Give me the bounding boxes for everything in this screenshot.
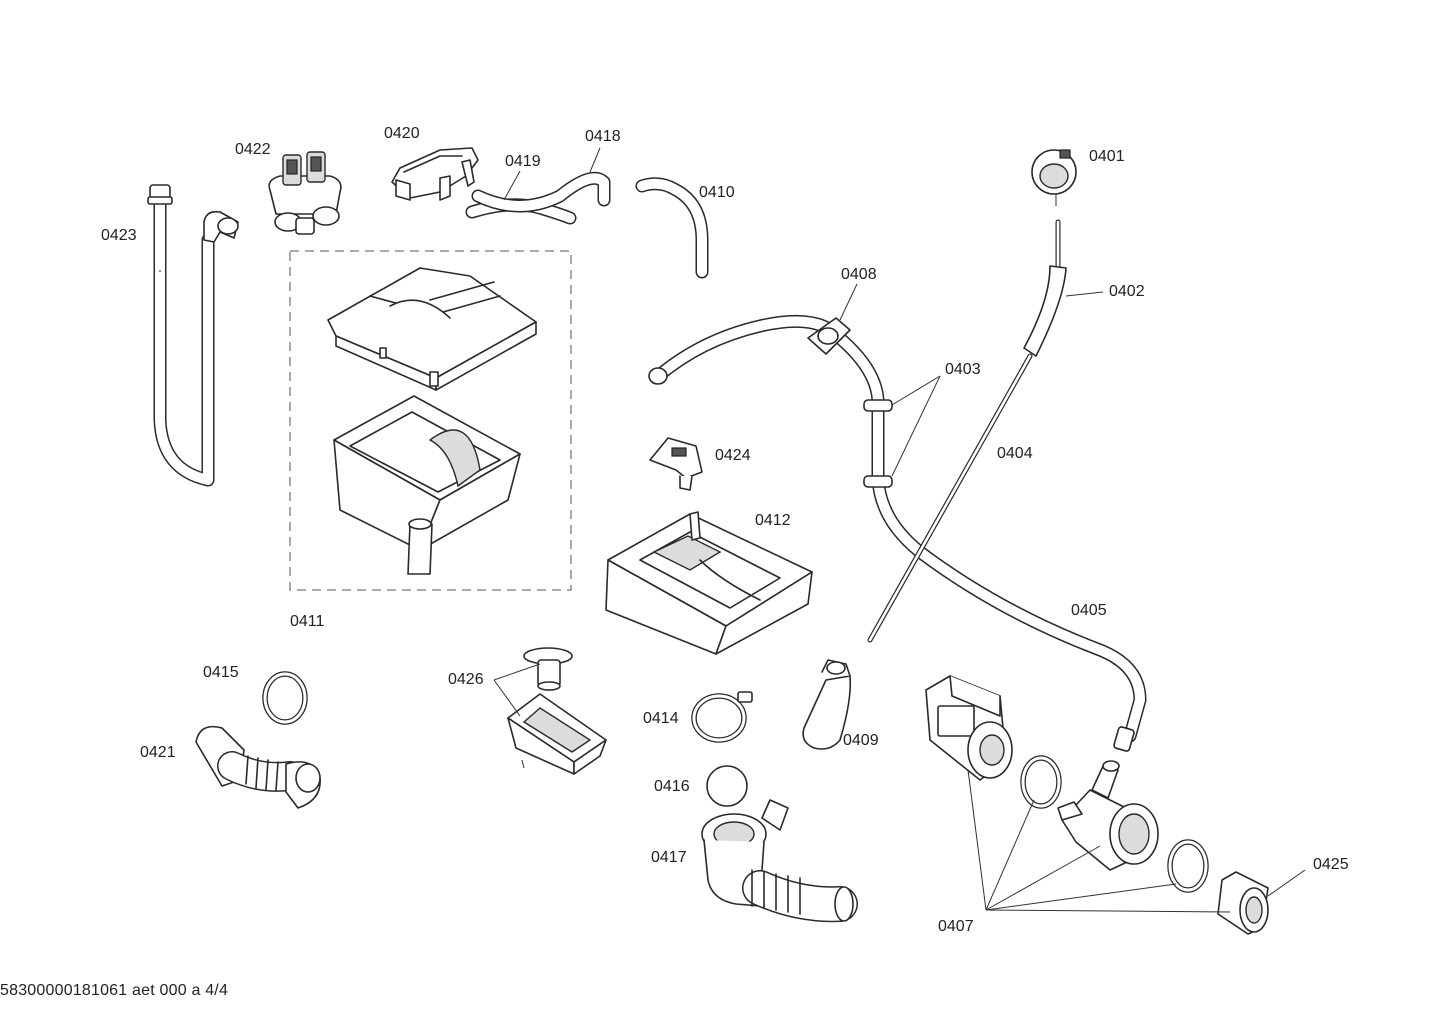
callout-0414: 0414 xyxy=(643,710,679,727)
callout-0425: 0425 xyxy=(1313,856,1349,873)
part-0425-filter[interactable] xyxy=(1217,871,1269,935)
group-0411-box xyxy=(289,250,572,591)
part-0421-bellows-hose[interactable] xyxy=(195,725,321,809)
callout-0426: 0426 xyxy=(448,671,484,688)
callout-labels: 0401 0402 0403 0404 0405 0407 0408 0409 … xyxy=(101,125,1349,935)
callout-0402: 0402 xyxy=(1109,283,1145,300)
part-0410-hose[interactable] xyxy=(635,177,709,279)
part-0422-valve[interactable] xyxy=(268,151,342,235)
part-0418-hose[interactable] xyxy=(471,171,611,213)
part-0416-ball[interactable] xyxy=(706,765,748,807)
callout-0408: 0408 xyxy=(841,266,877,283)
callout-0410: 0410 xyxy=(699,184,735,201)
callout-0401: 0401 xyxy=(1089,148,1125,165)
callout-0416: 0416 xyxy=(654,778,690,795)
callout-0403: 0403 xyxy=(945,361,981,378)
part-0403-hose-clips[interactable] xyxy=(863,399,893,488)
part-0407-seal-ring[interactable] xyxy=(1020,755,1062,809)
part-0424-clip[interactable] xyxy=(649,437,703,491)
part-0408-hose-clip[interactable] xyxy=(807,317,851,355)
part-0407-pump-housing[interactable] xyxy=(1057,760,1159,871)
callout-0417: 0417 xyxy=(651,849,687,866)
part-0411-dispenser-lid[interactable] xyxy=(327,267,537,391)
callout-0415: 0415 xyxy=(203,664,239,681)
part-0401-pressure-switch[interactable] xyxy=(1031,149,1077,206)
callout-0411: 0411 xyxy=(290,613,325,630)
callout-0418: 0418 xyxy=(585,128,621,145)
callout-0424: 0424 xyxy=(715,447,751,464)
document-id: 58300000181061 aet 000 a 4/4 xyxy=(0,982,229,999)
part-0407-pump-motor[interactable] xyxy=(925,675,1013,781)
part-0426-cap[interactable] xyxy=(523,647,573,691)
part-0417-sump-hose[interactable] xyxy=(701,799,858,923)
callout-0422: 0422 xyxy=(235,141,271,158)
part-0415-ring[interactable] xyxy=(262,671,308,725)
part-0420-bracket[interactable] xyxy=(391,147,479,201)
callout-0409: 0409 xyxy=(843,732,879,749)
callout-0404: 0404 xyxy=(997,445,1033,462)
part-0407-filter-ring[interactable] xyxy=(1167,839,1209,893)
callout-0412: 0412 xyxy=(755,512,791,529)
callout-0420: 0420 xyxy=(384,125,420,142)
part-0426-tray[interactable] xyxy=(507,693,607,775)
part-0412-detergent-drawer[interactable] xyxy=(605,511,813,655)
part-0414-clamp[interactable] xyxy=(691,691,753,743)
part-0404-tube[interactable] xyxy=(867,353,1033,643)
callout-0423: 0423 xyxy=(101,227,137,244)
callout-0419: 0419 xyxy=(505,153,541,170)
part-0423-inlet-hose[interactable] xyxy=(147,184,239,487)
callout-0405: 0405 xyxy=(1071,602,1107,619)
part-0402-tube[interactable] xyxy=(1023,219,1067,357)
callout-0407: 0407 xyxy=(938,918,974,935)
leaders-0407 xyxy=(967,769,1231,913)
callout-0421: 0421 xyxy=(140,744,176,761)
part-0411-dispenser-tray[interactable] xyxy=(333,395,521,575)
part-0409-air-trap[interactable] xyxy=(802,659,852,750)
